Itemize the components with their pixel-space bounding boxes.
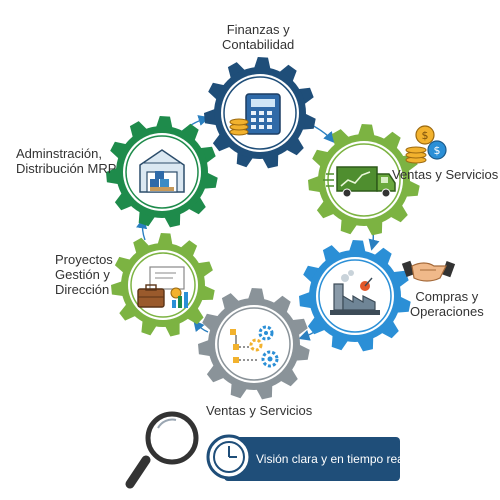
label-compras-line2: Operaciones [410, 304, 484, 319]
label-ventas-bottom-text: Ventas y Servicios [206, 403, 313, 418]
label-administracion-line2: Distribución MRP [16, 161, 117, 176]
magnifying-glass-icon [125, 411, 199, 489]
label-ventas-servicios-right: Ventas y Servicios [392, 167, 498, 182]
gear-procesos [198, 288, 310, 400]
label-ventas-right-text: Ventas y Servicios [392, 167, 499, 182]
label-finanzas-line1: Finanzas y [226, 22, 290, 37]
label-compras-line1: Compras y [415, 289, 479, 304]
label-administracion: Adminstración, Distribución MRP [16, 146, 116, 176]
label-ventas-servicios-bottom: Ventas y Servicios [206, 403, 312, 418]
svg-text:$: $ [434, 144, 441, 157]
label-compras: Compras y Operaciones [410, 289, 484, 319]
briefcase-certificate-icon [137, 266, 188, 308]
label-proyectos-line1: Proyectos [55, 252, 113, 267]
warehouse-icon [139, 149, 185, 193]
calculator-coins-icon [229, 93, 281, 136]
delivery-truck-icon [323, 166, 396, 198]
banner-text: Visión clara y en tiempo real [256, 452, 407, 466]
label-proyectos: Proyectos Gestión y Dirección [55, 252, 113, 297]
svg-text:$: $ [422, 129, 429, 142]
gear-compras-hub [318, 259, 392, 333]
handshake-icon [401, 260, 456, 282]
dollar-coins-icon: $ $ [405, 125, 447, 164]
label-proyectos-line3: Dirección [55, 282, 110, 297]
label-finanzas-line2: Contabilidad [222, 37, 295, 52]
gear-procesos-hub [217, 307, 291, 381]
process-flow-icon [230, 325, 279, 368]
label-proyectos-line2: Gestión y [55, 267, 110, 282]
gear-compras [299, 240, 411, 352]
factory-icon [330, 270, 380, 315]
label-administracion-line1: Adminstración, [16, 146, 102, 161]
label-finanzas: Finanzas y Contabilidad [222, 22, 294, 52]
banner: Visión clara y en tiempo real [206, 434, 407, 481]
